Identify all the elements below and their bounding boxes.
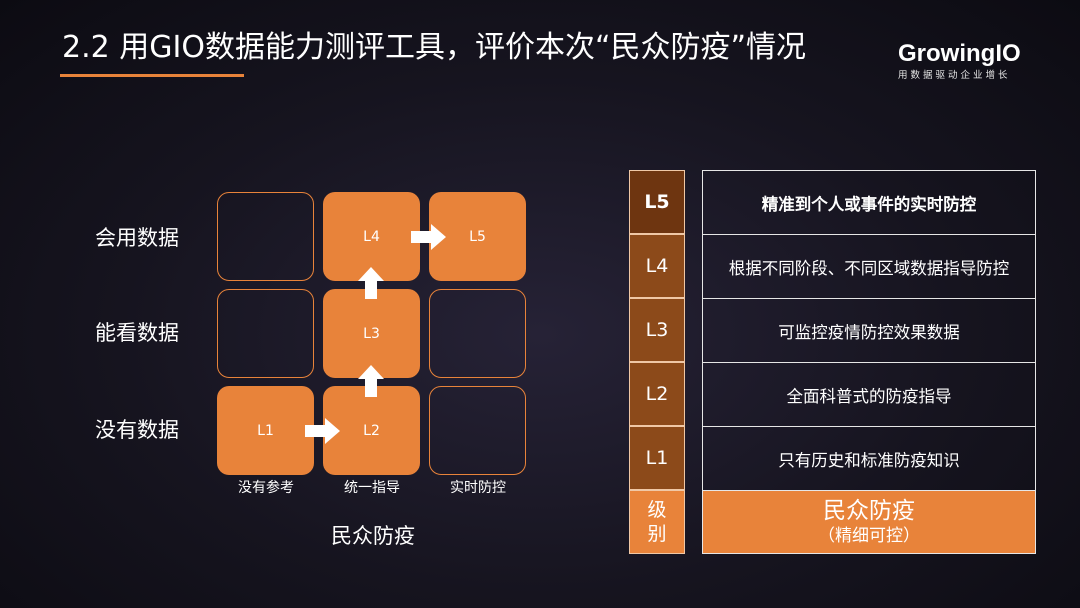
- growingio-logo: GrowingIO 用数据驱动企业增长: [898, 40, 1038, 83]
- row-label-no-data: 没有数据: [95, 418, 179, 442]
- logo-tagline: 用数据驱动企业增长: [898, 70, 1011, 81]
- level-header-cell: 级 别: [629, 490, 685, 554]
- matrix-cell-empty: [429, 386, 526, 475]
- logo-name: GrowingIO: [898, 40, 1021, 67]
- column-label-no-reference: 没有参考: [238, 480, 294, 496]
- arrow-right-icon: [411, 224, 446, 250]
- row-label-see-data: 能看数据: [95, 321, 179, 345]
- row-label-use-data: 会用数据: [95, 226, 179, 250]
- column-label-unified-guidance: 统一指导: [344, 480, 400, 496]
- description-cell-l2: 全面科普式的防疫指导: [702, 362, 1036, 426]
- matrix-cell-label: L5: [469, 228, 486, 245]
- matrix-cell-empty: [217, 192, 314, 281]
- column-label-realtime-control: 实时防控: [450, 480, 506, 496]
- description-header-subtitle: （精细可控）: [818, 526, 920, 546]
- arrow-up-icon: [358, 267, 384, 299]
- description-cell-l5: 精准到个人或事件的实时防控: [702, 170, 1036, 234]
- description-cell-l4: 根据不同阶段、不同区域数据指导防控: [702, 234, 1036, 298]
- level-header-line1: 级: [647, 499, 667, 521]
- level-header-line2: 别: [647, 523, 667, 545]
- matrix-axis-label: 民众防疫: [331, 524, 415, 548]
- matrix-cell-empty: [217, 289, 314, 378]
- matrix-cell-label: L4: [363, 228, 380, 245]
- level-cell-l5: L5: [629, 170, 685, 234]
- matrix-cell-l1: L1: [217, 386, 314, 475]
- description-header-title: 民众防疫: [823, 498, 915, 524]
- matrix-cell-label: L1: [257, 422, 274, 439]
- matrix-cell-label: L3: [363, 325, 380, 342]
- arrow-up-icon: [358, 365, 384, 397]
- level-cell-l2: L2: [629, 362, 685, 426]
- matrix-cell-l3: L3: [323, 289, 420, 378]
- level-cell-l3: L3: [629, 298, 685, 362]
- arrow-right-icon: [305, 418, 340, 444]
- slide-title: 2.2 用GIO数据能力测评工具，评价本次“民众防疫”情况: [62, 30, 807, 65]
- matrix-cell-l4: L4: [323, 192, 420, 281]
- level-cell-l1: L1: [629, 426, 685, 490]
- description-header-cell: 民众防疫 （精细可控）: [702, 490, 1036, 554]
- matrix-cell-empty: [429, 289, 526, 378]
- title-underline: [60, 74, 244, 77]
- level-cell-l4: L4: [629, 234, 685, 298]
- matrix-cell-label: L2: [363, 422, 380, 439]
- description-cell-l3: 可监控疫情防控效果数据: [702, 298, 1036, 362]
- description-cell-l1: 只有历史和标准防疫知识: [702, 426, 1036, 490]
